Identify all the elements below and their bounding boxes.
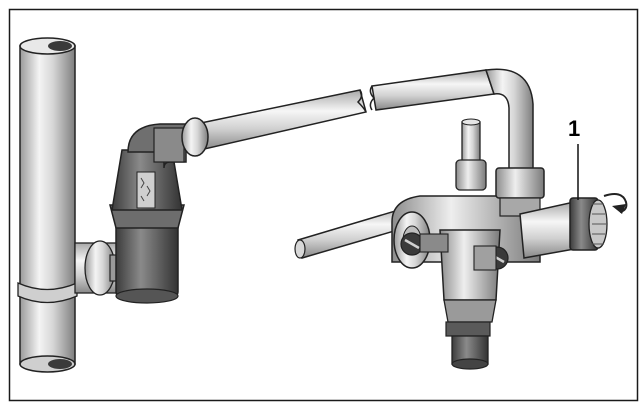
callout-label-1: 1 bbox=[568, 116, 581, 141]
vertical-main-pipe bbox=[19, 37, 76, 373]
shutoff-knob-right-icon bbox=[473, 245, 509, 271]
drain-valve-adjusting-cap bbox=[519, 197, 608, 259]
drain-pipe-left bbox=[181, 89, 367, 157]
funnel-trap bbox=[109, 123, 187, 304]
pipe-clamp bbox=[17, 281, 78, 304]
figure-frame bbox=[8, 8, 639, 402]
drain-pipe-right bbox=[369, 68, 534, 171]
shutoff-knob-left-icon bbox=[400, 232, 449, 256]
safety-valve-body bbox=[391, 195, 541, 370]
curved-arrow-rotate-icon bbox=[603, 193, 628, 214]
valve-union-nut bbox=[495, 167, 545, 217]
valve-stem-top bbox=[455, 118, 487, 191]
